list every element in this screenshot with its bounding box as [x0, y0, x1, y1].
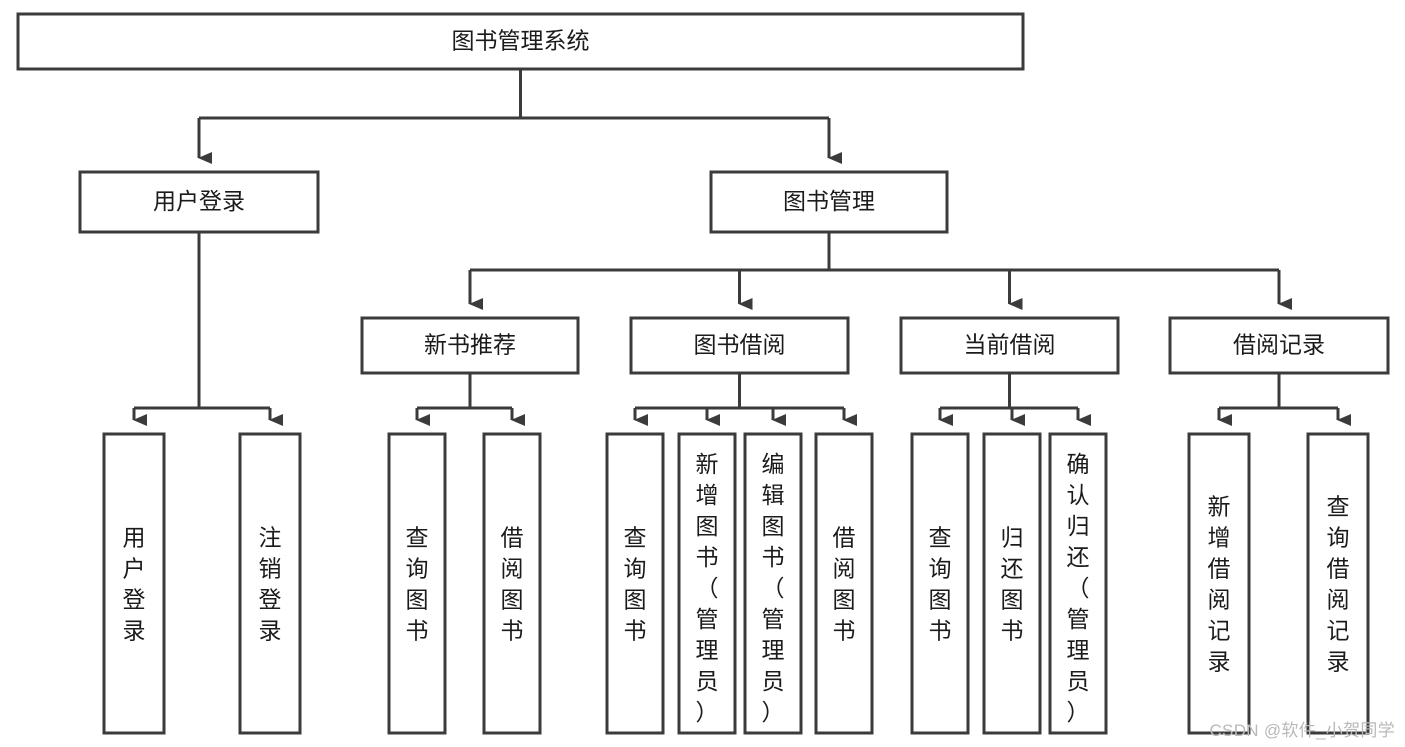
node-box[interactable]: [482, 432, 542, 735]
node-f11[interactable]: 确认归还（管理员）: [1048, 432, 1108, 735]
node-box[interactable]: [1306, 432, 1370, 735]
node-label: 新增借阅记录: [1208, 494, 1231, 675]
node-label: 用户登录: [153, 188, 245, 214]
node-l1a[interactable]: 用户登录: [78, 170, 320, 234]
node-f4[interactable]: 借阅图书: [482, 432, 542, 735]
connector-group-root: [197, 69, 842, 164]
node-box[interactable]: [982, 432, 1042, 735]
node-label: 当前借阅: [964, 332, 1056, 358]
node-f6[interactable]: 新增图书（管理员）: [677, 432, 737, 735]
node-box[interactable]: [910, 432, 970, 735]
connector-group-l2c: [938, 373, 1091, 426]
node-label: 查询图书: [929, 525, 952, 644]
node-root[interactable]: 图书管理系统: [16, 12, 1025, 71]
node-label: 编辑图书（管理员）: [762, 451, 785, 725]
node-f2[interactable]: 注销登录: [238, 432, 302, 735]
node-f5[interactable]: 查询图书: [605, 432, 665, 735]
node-box[interactable]: [709, 170, 949, 234]
node-label: 借阅图书: [833, 525, 856, 644]
node-label: 注销登录: [259, 525, 282, 644]
node-label: 新增图书（管理员）: [696, 451, 719, 725]
node-f12[interactable]: 新增借阅记录: [1187, 432, 1251, 735]
node-box[interactable]: [78, 170, 320, 234]
node-f10[interactable]: 归还图书: [982, 432, 1042, 735]
node-l2b[interactable]: 图书借阅: [629, 316, 850, 375]
node-box[interactable]: [16, 12, 1025, 71]
node-box[interactable]: [629, 316, 850, 375]
node-box[interactable]: [102, 432, 166, 735]
node-label: 新书推荐: [424, 332, 516, 358]
node-box[interactable]: [743, 432, 803, 735]
node-label: 借阅图书: [501, 525, 524, 644]
node-f9[interactable]: 查询图书: [910, 432, 970, 735]
node-l2d[interactable]: 借阅记录: [1168, 316, 1390, 375]
node-box[interactable]: [1048, 432, 1108, 735]
connector-group-l2d: [1217, 373, 1351, 426]
node-f3[interactable]: 查询图书: [387, 432, 447, 735]
node-label: 图书管理: [783, 188, 875, 214]
node-label: 查询图书: [406, 525, 429, 644]
node-label: 确认归还（管理员）: [1067, 451, 1090, 725]
node-box[interactable]: [360, 316, 580, 375]
node-f13[interactable]: 查询借阅记录: [1306, 432, 1370, 735]
node-box[interactable]: [238, 432, 302, 735]
node-box[interactable]: [387, 432, 447, 735]
node-box[interactable]: [899, 316, 1120, 375]
node-layer: 图书管理系统用户登录图书管理新书推荐图书借阅当前借阅借阅记录用户登录注销登录查询…: [16, 12, 1390, 735]
node-l2a[interactable]: 新书推荐: [360, 316, 580, 375]
node-label: 用户登录: [123, 525, 146, 644]
connector-group-l1b: [468, 232, 1292, 310]
node-label: 借阅记录: [1233, 332, 1325, 358]
node-box[interactable]: [814, 432, 874, 735]
connector-group-l1a: [132, 232, 283, 426]
connector-group-l2a: [415, 373, 525, 426]
node-f8[interactable]: 借阅图书: [814, 432, 874, 735]
node-l2c[interactable]: 当前借阅: [899, 316, 1120, 375]
node-label: 归还图书: [1001, 525, 1024, 644]
node-label: 查询借阅记录: [1327, 494, 1350, 675]
node-l1b[interactable]: 图书管理: [709, 170, 949, 234]
connector-layer: [132, 69, 1351, 426]
node-box[interactable]: [1168, 316, 1390, 375]
node-label: 查询图书: [624, 525, 647, 644]
connector-group-l2b: [633, 373, 857, 426]
node-box[interactable]: [605, 432, 665, 735]
node-label: 图书借阅: [694, 332, 786, 358]
node-f7[interactable]: 编辑图书（管理员）: [743, 432, 803, 735]
node-f1[interactable]: 用户登录: [102, 432, 166, 735]
node-box[interactable]: [1187, 432, 1251, 735]
node-box[interactable]: [677, 432, 737, 735]
node-label: 图书管理系统: [452, 28, 590, 54]
